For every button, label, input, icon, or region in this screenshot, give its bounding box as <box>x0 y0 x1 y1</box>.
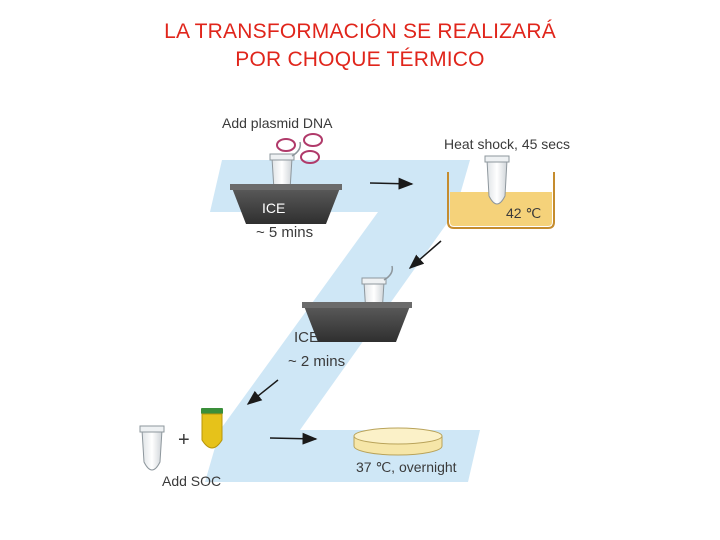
ice-time-label: ~ 5 mins <box>256 224 313 241</box>
soc-tube-icon <box>201 408 223 449</box>
water-bath-icon <box>447 172 555 229</box>
add-soc-label: Add SOC <box>162 473 221 489</box>
slide-title: LA TRANSFORMACIÓN SE REALIZARÁ POR CHOQU… <box>0 18 720 74</box>
heat-temp-label: 42 ℃ <box>506 205 541 221</box>
arrow-down-left-icon <box>408 240 442 269</box>
plate-label: 37 ℃, overnight <box>356 459 457 475</box>
title-line-1: LA TRANSFORMACIÓN SE REALIZARÁ <box>164 20 556 43</box>
title-line-2: POR CHOQUE TÉRMICO <box>235 48 485 71</box>
arrow-right-icon <box>369 177 414 190</box>
arrow-down-left-icon <box>246 379 279 405</box>
ice-bucket-icon <box>302 302 412 342</box>
heat-shock-label: Heat shock, 45 secs <box>444 136 570 152</box>
tube-icon <box>139 425 165 471</box>
ice-label: ICE <box>294 329 319 346</box>
tube-icon <box>484 155 510 205</box>
ice-label: ICE <box>262 200 285 216</box>
petri-dish-icon <box>353 427 443 456</box>
ice-bucket-icon <box>230 184 342 224</box>
arrow-right-icon <box>269 432 318 445</box>
add-plasmid-label: Add plasmid DNA <box>222 115 333 131</box>
plus-sign: + <box>178 429 190 451</box>
ice-time-label: ~ 2 mins <box>288 353 345 370</box>
